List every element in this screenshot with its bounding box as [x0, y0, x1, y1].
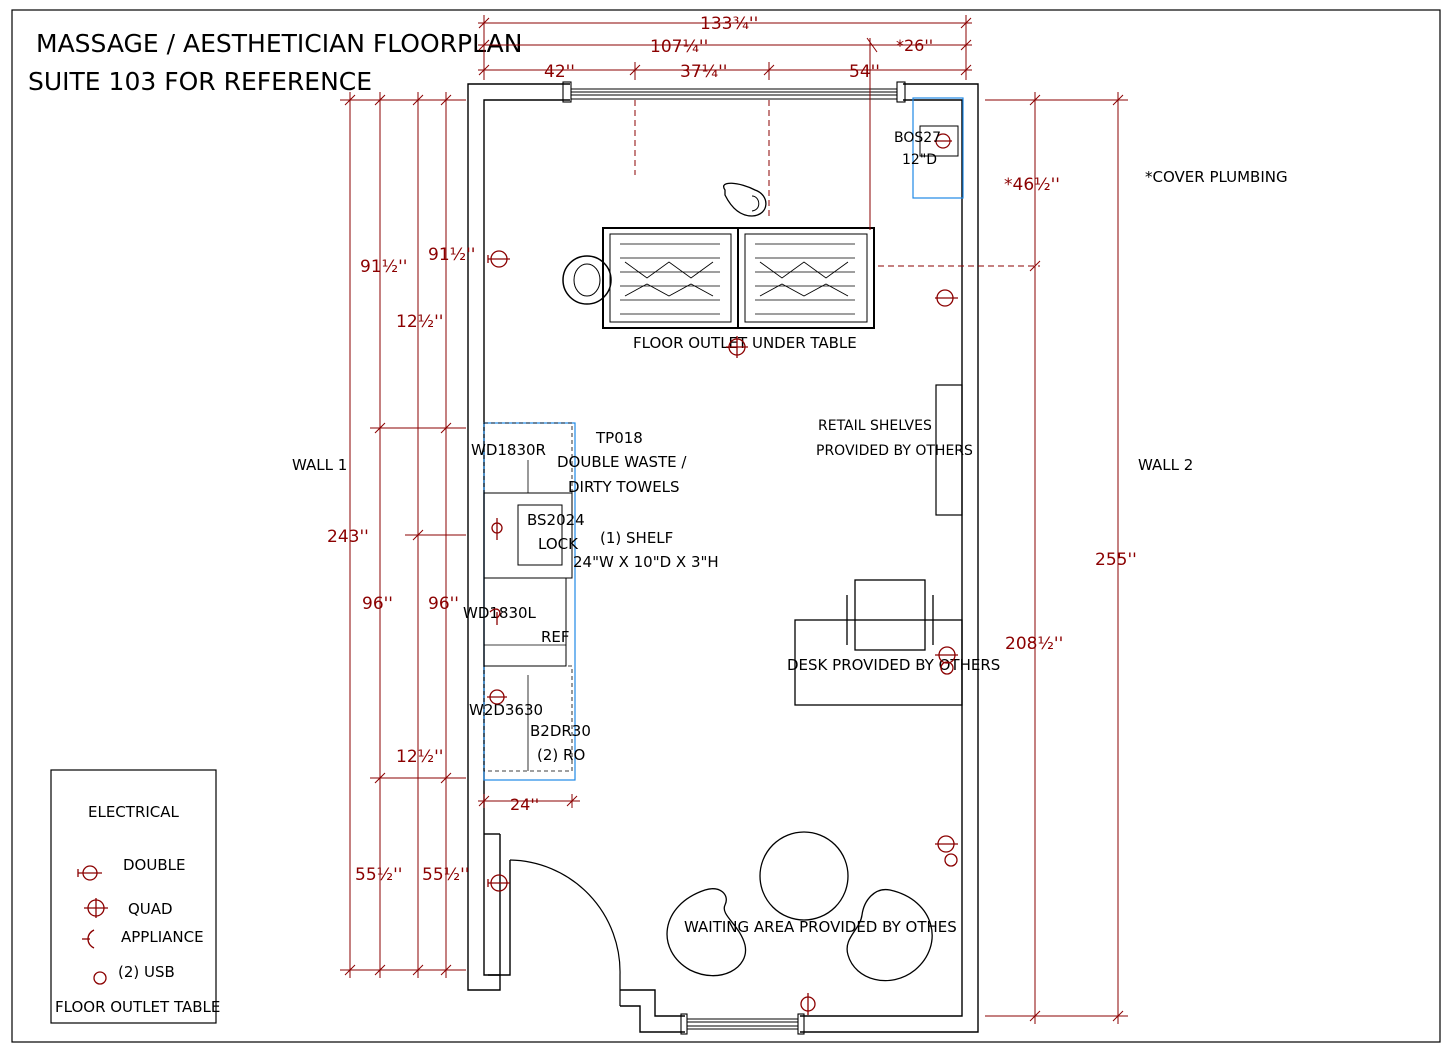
- bottom-window: [680, 1013, 805, 1035]
- cover-plumbing-note: *COVER PLUMBING: [1145, 168, 1288, 186]
- room-walls: [467, 83, 979, 1033]
- shelf-label-2: 24"W X 10"D X 3"H: [573, 553, 719, 571]
- dim-left-inner-lower: 55½'': [422, 865, 469, 885]
- lock-label: LOCK: [538, 535, 579, 553]
- legend-heading: ELECTRICAL: [88, 803, 180, 821]
- w2d3630-label: W2D3630: [469, 701, 543, 719]
- bos27-size: 12"D: [902, 152, 937, 168]
- tp018-label: TP018: [595, 429, 643, 447]
- legend-usb: (2) USB: [118, 963, 175, 981]
- dim-left-inner-middle: 96'': [428, 594, 459, 614]
- b2dr30-label: B2DR30: [530, 722, 591, 740]
- electrical-symbols: [487, 250, 958, 1015]
- dim-right-plumbing: *46½'': [1004, 175, 1060, 195]
- legend-double: DOUBLE: [123, 856, 185, 874]
- dim-left-inner-upper: 91½'': [428, 245, 475, 265]
- floor-outlet-label: FLOOR OUTLET UNDER TABLE: [633, 334, 857, 352]
- tp018-desc-2: DIRTY TOWELS: [568, 478, 680, 496]
- title-line2: SUITE 103 FOR REFERENCE: [28, 67, 372, 96]
- dim-left-outer-middle: 96'': [362, 594, 393, 614]
- top-window: [562, 81, 906, 103]
- dim-window-left: 42'': [544, 62, 575, 82]
- desk: [794, 579, 963, 706]
- dim-left-cabinet-top: 12½'': [396, 312, 443, 332]
- entry-door-swing: [509, 859, 621, 1006]
- top-dimensions: [478, 15, 972, 230]
- tp018-desc-1: DOUBLE WASTE /: [557, 453, 687, 471]
- dim-left-span: 107¼'': [650, 37, 708, 57]
- bos27-label: BOS27: [894, 130, 941, 146]
- cabinet-run: [483, 422, 576, 781]
- dim-leaders: [634, 100, 1040, 267]
- wd1830r-label: WD1830R: [471, 441, 546, 459]
- ro-label: (2) RO: [537, 746, 585, 764]
- right-dimensions: [985, 92, 1128, 1024]
- dim-window-mid: 37¼'': [680, 62, 727, 82]
- dim-right-overall: 255'': [1095, 550, 1137, 570]
- legend-appliance: APPLIANCE: [121, 928, 204, 946]
- retail-shelves: [935, 384, 963, 516]
- left-dimensions: [340, 92, 466, 978]
- legend-floor-outlet: FLOOR OUTLET TABLE: [55, 998, 220, 1016]
- dim-overall-top: 133¾'': [700, 14, 758, 34]
- bos27-cabinet: BOS27 12"D: [894, 97, 964, 199]
- ref-label: REF: [541, 628, 570, 646]
- massage-table: [562, 182, 875, 329]
- electrical-legend: ELECTRICAL DOUBLE QUAD APPLIANCE (2) USB…: [50, 769, 220, 1024]
- dim-left-overall: 243'': [327, 527, 369, 547]
- dim-right-inner: 208½'': [1005, 634, 1063, 654]
- cabinet-depth-value: 24'': [510, 795, 539, 814]
- legend-quad: QUAD: [128, 900, 173, 918]
- sheet-border: [11, 9, 1441, 1043]
- wall2-label: WALL 2: [1138, 456, 1193, 474]
- title-line1: MASSAGE / AESTHETICIAN FLOORPLAN: [36, 29, 522, 58]
- dim-left-outer-lower: 55½'': [355, 865, 402, 885]
- waiting-area: [666, 831, 933, 982]
- retail-label-2: PROVIDED BY OTHERS: [816, 443, 973, 459]
- retail-label-1: RETAIL SHELVES: [818, 418, 932, 434]
- desk-label: DESK PROVIDED BY OTHERS: [787, 656, 1000, 674]
- wall1-label: WALL 1: [292, 456, 347, 474]
- dim-window-right: 54'': [849, 62, 880, 82]
- dim-left-outer-upper: 91½'': [360, 257, 407, 277]
- dim-left-cabinet-bottom: 12½'': [396, 747, 443, 767]
- bs2024-label: BS2024: [527, 511, 585, 529]
- shelf-label-1: (1) SHELF: [600, 529, 673, 547]
- waiting-label: WAITING AREA PROVIDED BY OTHES: [684, 918, 957, 936]
- dim-plumbing: *26'': [896, 36, 933, 55]
- cabinet-depth-dimension: [478, 794, 580, 808]
